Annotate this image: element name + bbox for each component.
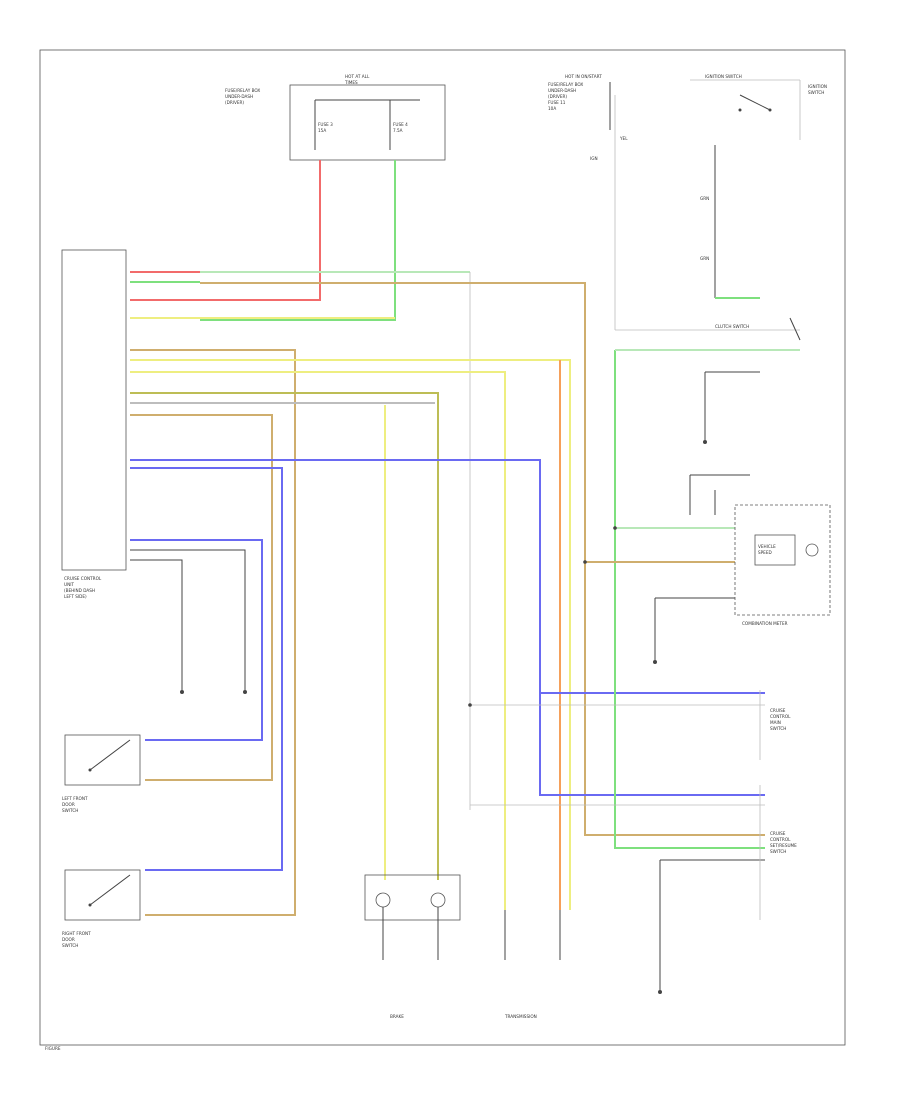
svg-text:TRANSMISSION: TRANSMISSION (504, 1014, 537, 1019)
cruise-control-unit: CRUISE CONTROL UNIT (BEHIND DASH LEFT SI… (61, 249, 127, 599)
svg-text:CLUTCH SWITCH: CLUTCH SWITCH (715, 324, 749, 329)
svg-text:FUSE 4: FUSE 4 (393, 122, 408, 127)
svg-text:15A: 15A (318, 128, 326, 133)
svg-text:CONTROL: CONTROL (770, 837, 791, 842)
svg-text:SWITCH: SWITCH (62, 808, 78, 813)
brake-switch: CLUTCH SWITCH (715, 317, 801, 341)
wires (130, 160, 800, 990)
speed-sensor-box: VEHICLE SPEED COMBINATION METER (734, 504, 831, 626)
right-connector-top: CRUISE CONTROL MAIN SWITCH (759, 690, 791, 760)
svg-text:10A: 10A (548, 106, 556, 111)
svg-text:FUSE/RELAY BOX: FUSE/RELAY BOX (548, 82, 583, 87)
svg-text:IGNITION SWITCH: IGNITION SWITCH (705, 74, 742, 79)
svg-text:CRUISE: CRUISE (770, 708, 786, 713)
svg-text:BRAKE: BRAKE (390, 1014, 404, 1019)
svg-text:IGN: IGN (590, 156, 598, 161)
svg-text:COMBINATION METER: COMBINATION METER (742, 621, 788, 626)
svg-text:SWITCH: SWITCH (62, 943, 78, 948)
svg-text:FIGURE: FIGURE (45, 1046, 61, 1051)
svg-text:FUSE 3: FUSE 3 (318, 122, 333, 127)
svg-text:CRUISE CONTROL: CRUISE CONTROL (64, 576, 102, 581)
ignition-switch: IGNITION SWITCH IGNITION SWITCH GRN GRN (690, 74, 827, 298)
svg-text:GRN: GRN (700, 196, 709, 201)
svg-text:HOT IN ON/START: HOT IN ON/START (565, 74, 602, 79)
svg-text:MAIN: MAIN (770, 720, 781, 725)
svg-text:VEHICLE: VEHICLE (758, 544, 776, 549)
ground-icon (180, 440, 707, 994)
svg-text:(DRIVER): (DRIVER) (225, 100, 244, 105)
svg-text:DOOR: DOOR (62, 802, 75, 807)
svg-text:SWITCH: SWITCH (770, 726, 786, 731)
diagram-frame (39, 49, 846, 1046)
svg-text:(BEHIND DASH: (BEHIND DASH (64, 588, 95, 593)
svg-text:SPEED: SPEED (758, 550, 772, 555)
fuse-block-top: HOT AT ALL TIMES FUSE/RELAY BOX UNDER-DA… (225, 74, 446, 161)
svg-text:HOT AT ALL: HOT AT ALL (345, 74, 370, 79)
svg-text:IGNITION: IGNITION (808, 84, 827, 89)
splice-icon (468, 526, 617, 707)
ignition-source: HOT IN ON/START FUSE/RELAY BOX UNDER-DAS… (548, 74, 800, 331)
indicator-lamp-module: BRAKE TRANSMISSION (364, 874, 561, 1019)
svg-text:UNIT: UNIT (64, 582, 74, 587)
svg-text:UNDER-DASH: UNDER-DASH (225, 94, 253, 99)
right-connector-bottom: CRUISE CONTROL SET/RESUME SWITCH (759, 785, 797, 920)
svg-text:FUSE/RELAY BOX: FUSE/RELAY BOX (225, 88, 260, 93)
svg-text:UNDER-DASH: UNDER-DASH (548, 88, 576, 93)
svg-text:SWITCH: SWITCH (770, 849, 786, 854)
svg-text:TIMES: TIMES (344, 80, 358, 85)
svg-text:FUSE 11: FUSE 11 (548, 100, 566, 105)
right-front-switch: RIGHT FRONT DOOR SWITCH (62, 869, 141, 948)
svg-text:LEFT FRONT: LEFT FRONT (62, 796, 88, 801)
svg-text:(DRIVER): (DRIVER) (548, 94, 567, 99)
svg-text:LEFT SIDE): LEFT SIDE) (64, 594, 87, 599)
svg-text:GRN: GRN (700, 256, 709, 261)
svg-text:7.5A: 7.5A (393, 128, 403, 133)
svg-text:CONTROL: CONTROL (770, 714, 791, 719)
svg-text:DOOR: DOOR (62, 937, 75, 942)
svg-text:SWITCH: SWITCH (808, 90, 824, 95)
left-front-switch: LEFT FRONT DOOR SWITCH (62, 734, 141, 813)
svg-text:SET/RESUME: SET/RESUME (770, 843, 797, 848)
svg-text:CRUISE: CRUISE (770, 831, 786, 836)
svg-text:YEL: YEL (619, 136, 628, 141)
svg-text:RIGHT FRONT: RIGHT FRONT (62, 931, 91, 936)
